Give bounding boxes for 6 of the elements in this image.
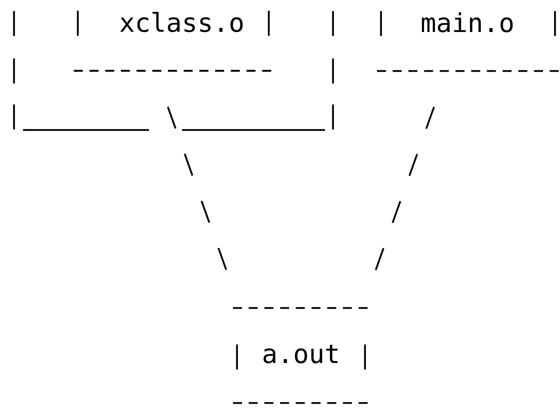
connector-line [166, 106, 228, 272]
file-box: main.o [377, 11, 560, 72]
file-box: xclass.o [74, 10, 273, 72]
connector-line [374, 106, 435, 272]
group-box [13, 11, 334, 131]
file-box: a.out [233, 307, 369, 404]
